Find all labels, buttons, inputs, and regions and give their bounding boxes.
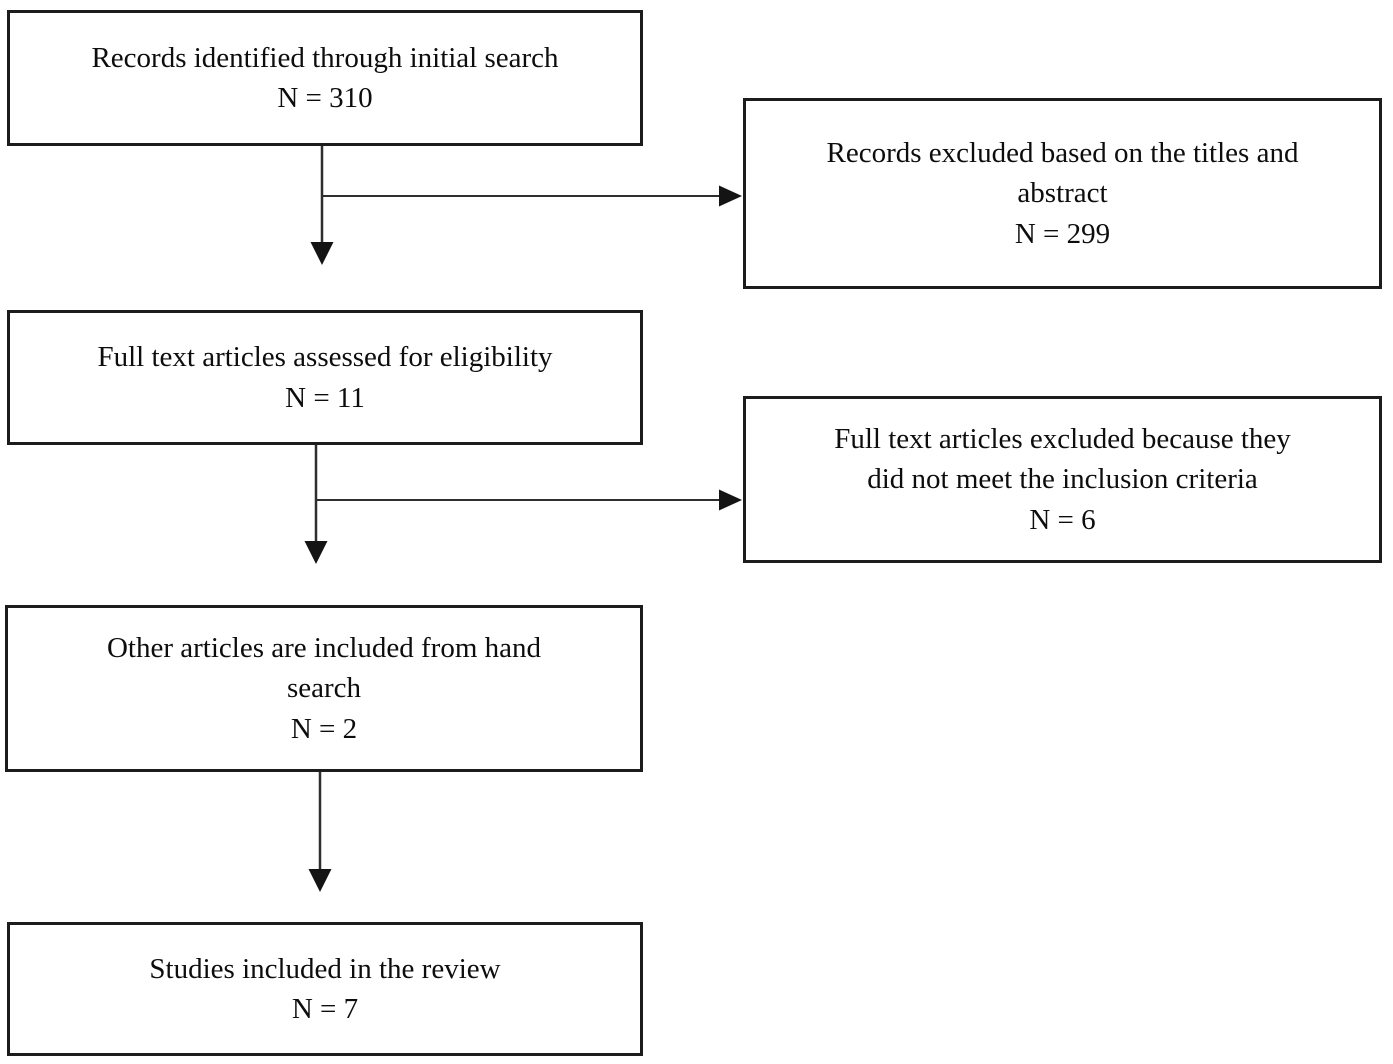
arrow-to-excluded-fulltext (316, 489, 742, 511)
arrow-handsearch-to-included (308, 772, 332, 892)
arrow-to-excluded-titles (322, 185, 742, 207)
box-records-excluded-titles-label: Records excluded based on the titles and… (826, 137, 1299, 210)
box-records-excluded-titles: Records excluded based on the titles and… (743, 98, 1382, 289)
box-fulltext-excluded-label: Full text articles excluded because they… (834, 423, 1291, 496)
box-records-identified-label: Records identified through initial searc… (91, 41, 559, 74)
box-fulltext-assessed: Full text articles assessed for eligibil… (7, 310, 643, 445)
box-fulltext-assessed-count: N = 11 (285, 381, 365, 414)
box-fulltext-excluded: Full text articles excluded because they… (743, 396, 1382, 563)
box-records-excluded-titles-count: N = 299 (1014, 217, 1111, 250)
box-records-identified-count: N = 310 (277, 82, 373, 114)
box-fulltext-assessed-label: Full text articles assessed for eligibil… (97, 341, 553, 374)
box-hand-search-label: Other articles are included from hand se… (106, 632, 541, 705)
box-studies-included: Studies included in the review N = 7 (7, 922, 643, 1056)
box-fulltext-excluded-count: N = 6 (1029, 503, 1096, 536)
box-records-identified: Records identified through initial searc… (7, 10, 643, 146)
box-hand-search-count: N = 2 (290, 712, 358, 745)
box-hand-search: Other articles are included from hand se… (5, 605, 643, 772)
box-studies-included-label: Studies included in the review (149, 952, 501, 985)
box-studies-included-count: N = 7 (291, 993, 359, 1025)
arrow-fulltext-to-handsearch (304, 445, 328, 564)
arrow-identified-to-fulltext (310, 146, 334, 265)
